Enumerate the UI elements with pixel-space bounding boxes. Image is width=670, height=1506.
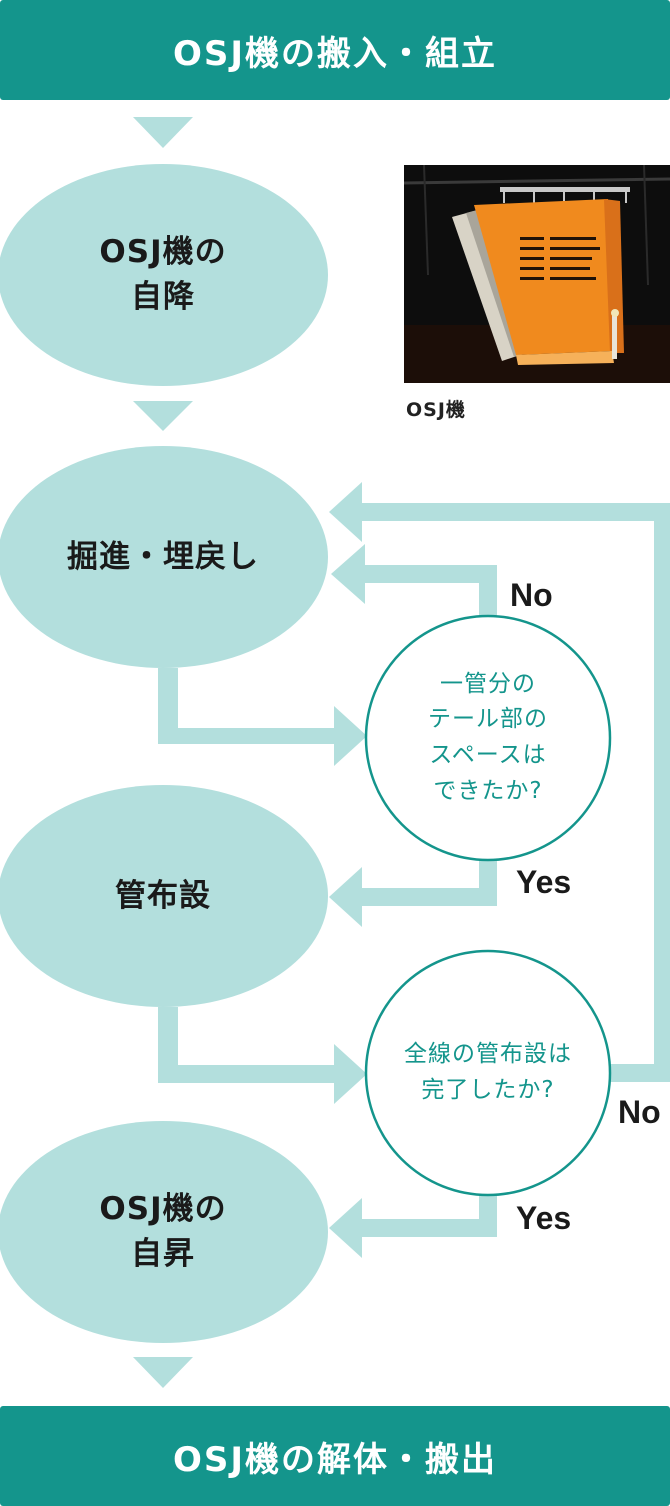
yes-label-decision-1: Yes [516, 864, 572, 900]
step-oval-jikou [0, 164, 328, 386]
step-oval-jishou [0, 1121, 328, 1343]
decision-label-tail-space: 一管分の テール部の スペースは できたか? [428, 670, 548, 804]
yes-arrow-decision-1 [329, 858, 497, 927]
osj-machine-photo [404, 165, 670, 383]
step-label-jikou: OSJ機の 自降 [99, 234, 227, 315]
down-arrow-1 [133, 117, 193, 148]
end-banner: OSJ機の解体・搬出 [0, 1406, 670, 1506]
no-loop-decision-1 [331, 544, 497, 619]
step-oval-kanfusetsu [0, 785, 328, 1007]
decision-circle-tail-space [364, 614, 612, 862]
yes-arrow-decision-2 [329, 1193, 497, 1258]
osj-machine-illustration [404, 165, 670, 383]
down-arrow-2 [133, 401, 193, 431]
step-label-kanfusetsu: 管布設 [115, 877, 211, 914]
step-label-kusshin: 掘進・埋戻し [67, 538, 259, 575]
start-banner: OSJ機の搬入・組立 [0, 0, 670, 100]
start-banner-title: OSJ機の搬入・組立 [172, 33, 498, 74]
step-oval-kusshin [0, 446, 328, 668]
down-arrow-3 [133, 1357, 193, 1388]
no-loop-decision-2 [329, 482, 670, 1082]
step-label-jishou: OSJ機の 自昇 [99, 1191, 227, 1272]
decision-label-all-laid: 全線の管布設は 完了したか? [404, 1041, 572, 1103]
decision-circle-all-laid [364, 949, 612, 1197]
connector-to-decision-1 [158, 668, 367, 766]
yes-label-decision-2: Yes [516, 1200, 572, 1236]
connector-to-decision-2 [158, 1007, 367, 1104]
end-banner-title: OSJ機の解体・搬出 [172, 1439, 498, 1480]
no-label-decision-1: No [510, 577, 553, 613]
photo-caption: OSJ機 [406, 399, 466, 421]
no-label-decision-2: No [618, 1094, 661, 1130]
